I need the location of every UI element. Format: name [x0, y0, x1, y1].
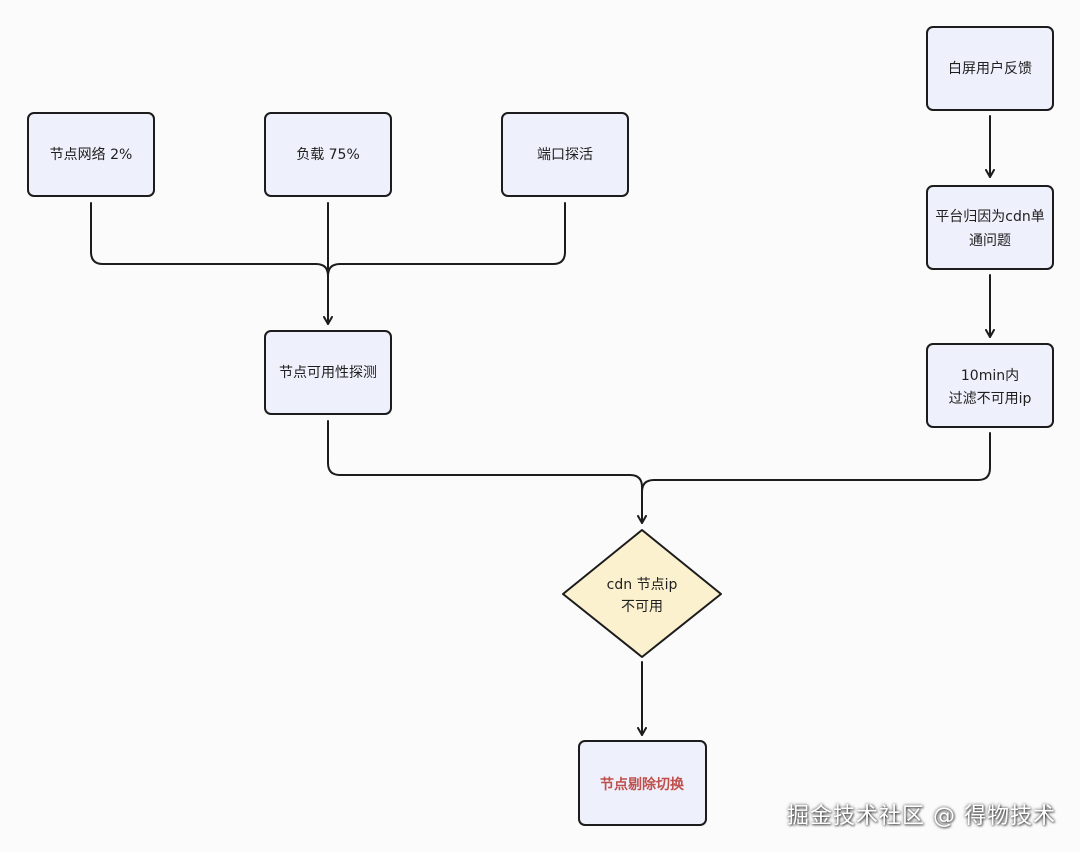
- user-feedback-label: 白屏用户反馈: [948, 60, 1032, 77]
- filter-ip-box: 10min内 过滤不可用ip: [926, 343, 1054, 428]
- connector-port-to-merge: [327, 202, 566, 277]
- platform-attribution-line1: 平台归因为cdn单: [935, 208, 1044, 225]
- node-load-box: 负载 75%: [264, 112, 392, 197]
- decision-diamond: cdn 节点ip 不可用: [562, 529, 722, 658]
- result-label: 节点剔除切换: [600, 776, 685, 793]
- connector-network-to-merge: [90, 202, 329, 277]
- connector-filter-to-merge: [641, 432, 991, 493]
- availability-probe-box: 节点可用性探测: [264, 330, 392, 415]
- node-load-label: 负载 75%: [296, 147, 360, 163]
- platform-attribution-box: 平台归因为cdn单 通问题: [926, 185, 1054, 270]
- decision-line2: 不可用: [621, 599, 663, 615]
- node-network-box: 节点网络 2%: [27, 112, 155, 197]
- filter-ip-line2: 过滤不可用ip: [949, 391, 1032, 407]
- port-probe-label: 端口探活: [537, 147, 593, 163]
- connectors: [90, 115, 995, 736]
- platform-attribution-line2: 通问题: [969, 233, 1011, 249]
- node-network-label: 节点网络 2%: [50, 147, 133, 163]
- port-probe-box: 端口探活: [501, 112, 629, 197]
- result-box: 节点剔除切换: [578, 740, 707, 826]
- watermark: 掘金技术社区 @ 得物技术: [787, 804, 1056, 829]
- connector-availability-to-merge: [327, 420, 643, 488]
- filter-ip-line1: 10min内: [961, 368, 1019, 384]
- decision-line1: cdn 节点ip: [607, 577, 678, 593]
- availability-probe-label: 节点可用性探测: [279, 365, 377, 381]
- user-feedback-box: 白屏用户反馈: [926, 26, 1054, 111]
